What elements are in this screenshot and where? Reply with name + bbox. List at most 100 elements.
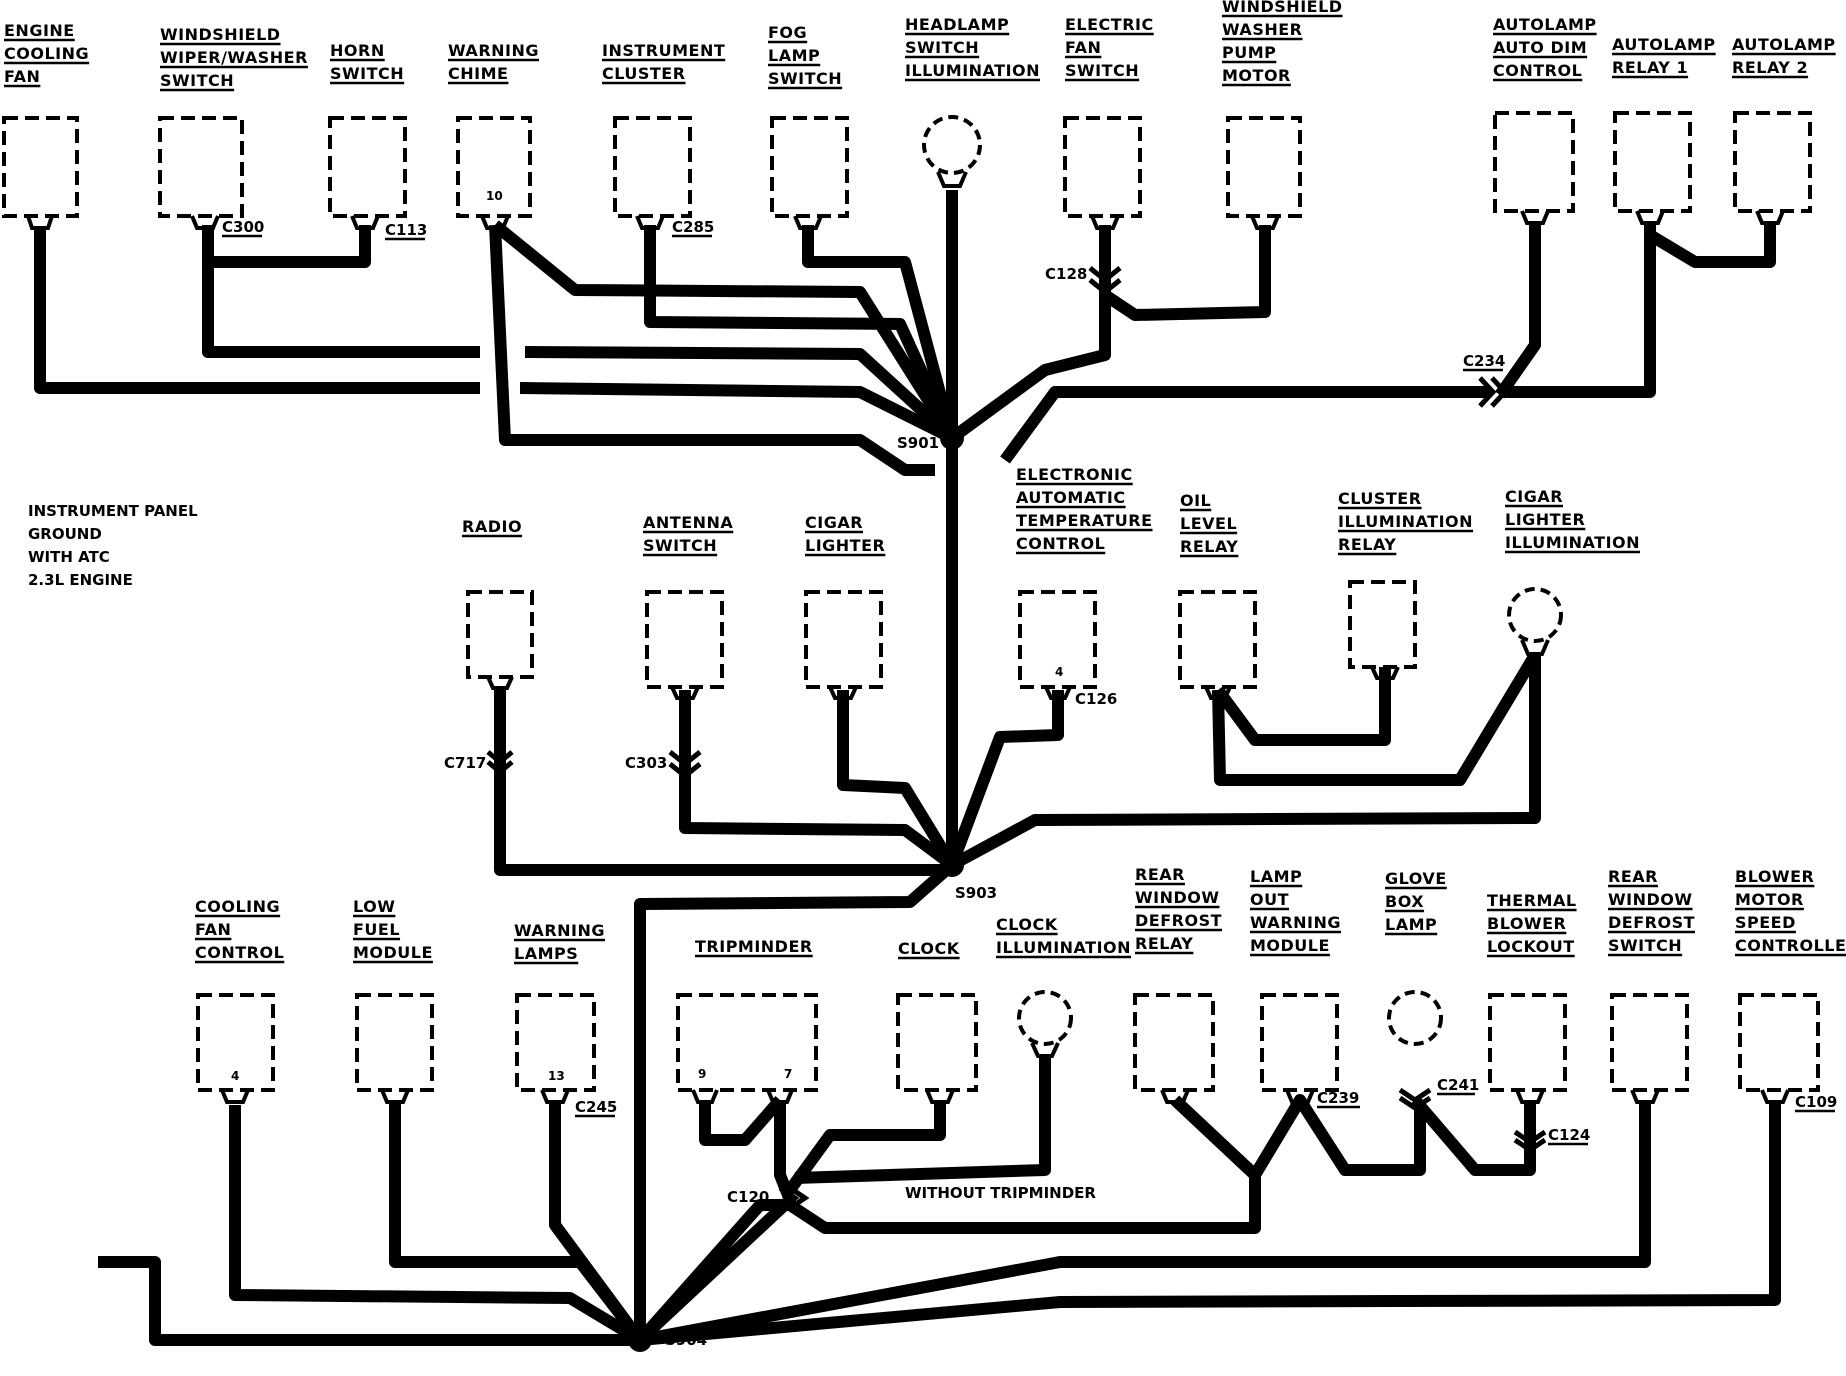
component-label-line: SWITCH [1065, 61, 1139, 80]
wire-low-fuel [389, 1100, 645, 1344]
component-label-line: CONTROL [1493, 61, 1582, 80]
connector-stub [766, 1089, 794, 1104]
component-label-line: DEFROST [1135, 911, 1222, 930]
wire-c234-to-s901 [1000, 386, 1490, 464]
component-label-line: BOX [1385, 892, 1424, 911]
component-box [158, 116, 244, 218]
wire-clock-illum [794, 1055, 1051, 1184]
component-box [1226, 116, 1302, 218]
component-box [645, 590, 724, 689]
wire-warning-chime-b [489, 224, 935, 476]
component-label-line: DEFROST [1608, 913, 1695, 932]
component-label-line: ENGINE [4, 21, 75, 40]
component-label-line: SWITCH [1608, 936, 1682, 955]
wire-wiper-switch-cont [524, 346, 957, 443]
connector-label-c300: C300 [222, 218, 264, 236]
connector-labels: C300 C113 C285 C128 C234 C717 C303 C126 … [222, 218, 1837, 1206]
component-label-line: LEVEL [1180, 514, 1237, 533]
component-box [613, 116, 692, 218]
connector-label-c128: C128 [1045, 265, 1087, 283]
wire-rear-defrost-relay [786, 1095, 1261, 1234]
legend-line-1: INSTRUMENT PANEL [28, 502, 198, 520]
wire-instrument-cluster [644, 225, 958, 441]
row1-component-label-10: AUTOLAMP RELAY 1 [1612, 35, 1716, 79]
component-label-line: TRIPMINDER [695, 937, 813, 956]
wire-oil-level-b [1212, 651, 1541, 786]
wire-cooling-fan-control [229, 1105, 644, 1346]
connector-stub [635, 215, 665, 230]
connector-c128-mark [1088, 266, 1122, 296]
component-box [770, 116, 849, 218]
connector-stub [936, 171, 968, 188]
connector-stub [1520, 210, 1550, 225]
component-label-line: MOTOR [1222, 66, 1291, 85]
component-label-line: WARNING [514, 921, 605, 940]
connector-stub [486, 676, 514, 690]
component-label-line: AUTOLAMP [1612, 35, 1716, 54]
connector-stub [380, 1089, 410, 1104]
component-label-line: FAN [1065, 38, 1101, 57]
wire-eatc [946, 690, 1064, 868]
component-label-line: GLOVE [1385, 869, 1447, 888]
splice-label-s904: S904 [665, 1331, 707, 1349]
connector-label-c303: C303 [625, 754, 667, 772]
component-label-line: BLOWER [1735, 867, 1814, 886]
component-box [1488, 993, 1567, 1092]
connector-label-c124: C124 [1548, 1126, 1590, 1144]
splice-label-s901: S901 [897, 434, 939, 452]
splice-s901 [940, 426, 964, 450]
component-label-line: CONTROL [1016, 534, 1105, 553]
row3-component-label-3: TRIPMINDER [695, 937, 813, 958]
component-label-line: REAR [1135, 865, 1185, 884]
component-box [355, 993, 434, 1092]
bulb-circle [922, 115, 982, 175]
connector-stub [26, 215, 54, 230]
component-label-line: RELAY [1135, 934, 1193, 953]
wire-washer-pump [1101, 225, 1271, 321]
connector-label-c241: C241 [1437, 1076, 1479, 1094]
component-box [1493, 111, 1575, 213]
component-label-line: RELAY 1 [1612, 58, 1688, 77]
component-label-line: PUMP [1222, 43, 1276, 62]
component-label-line: TEMPERATURE [1016, 511, 1153, 530]
connector-stub [1090, 215, 1120, 230]
connector-stub [1250, 215, 1280, 230]
component-label-line: COOLING [195, 897, 280, 916]
component-label-line: ILLUMINATION [1338, 512, 1473, 531]
connector-label-c234: C234 [1463, 352, 1505, 370]
component-label-line: WINDOW [1135, 888, 1220, 907]
component-box [1348, 580, 1417, 669]
wire-oil-level [1213, 655, 1391, 746]
wire-wiper-switch [202, 225, 480, 358]
component-label-line: CIGAR [805, 513, 863, 532]
wire-rear-defrost-switch [638, 1100, 1651, 1346]
component-label-line: FOG [768, 23, 807, 42]
component-box [196, 993, 275, 1092]
wire-horn-switch [208, 225, 371, 268]
connector-stub [1044, 686, 1072, 700]
row3-component-label-4: CLOCK [898, 939, 960, 960]
component-box [1613, 111, 1692, 213]
component-label-line: SPEED [1735, 913, 1796, 932]
component-label-line: CHIME [448, 64, 508, 83]
component-label-line: HEADLAMP [905, 15, 1009, 34]
component-label-line: CIGAR [1505, 487, 1563, 506]
connector-label-c239: C239 [1317, 1089, 1359, 1107]
legend-line-3: WITH ATC [28, 548, 110, 566]
connector-stub [350, 215, 380, 230]
connector-stub [670, 686, 700, 700]
component-label-line: WASHER [1222, 20, 1302, 39]
component-label-line: SWITCH [643, 536, 717, 555]
splice-s904 [628, 1328, 652, 1352]
component-box [896, 993, 978, 1092]
